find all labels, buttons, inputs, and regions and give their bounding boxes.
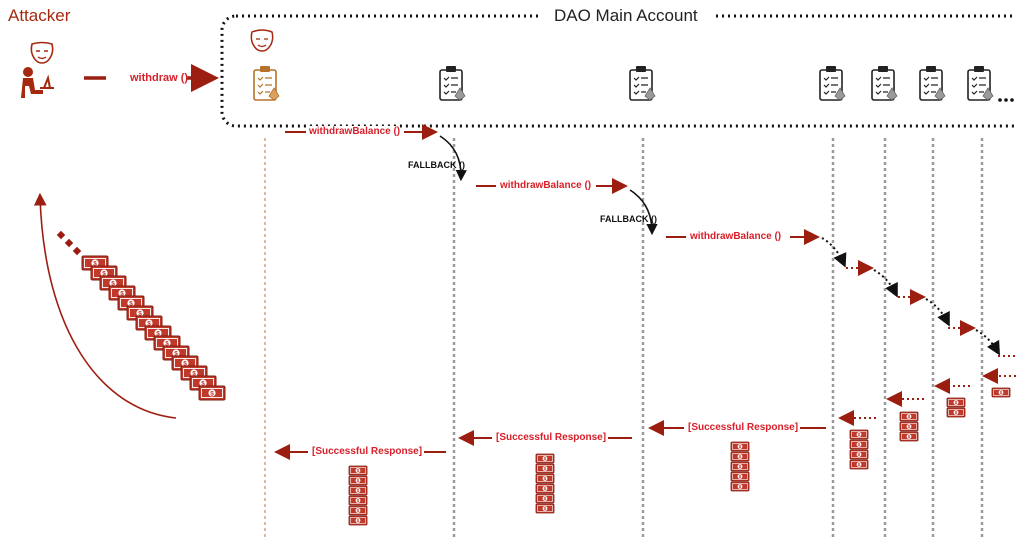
attacker-label: Attacker [8,6,71,25]
money-stack-4 [849,429,869,470]
recursion-cascade [821,237,1016,357]
withdraw-balance-label-2: withdrawBalance () [500,180,592,191]
funds-return-arrow [33,192,177,419]
dao-account-boundary [220,14,1016,128]
withdraw-call-label: withdraw () [130,72,189,84]
hacker-at-desk-icon [21,41,54,98]
withdraw-balance-label-3: withdrawBalance () [690,231,782,242]
dao-contract-icon-3 [819,65,846,101]
stolen-money-pile [81,255,226,401]
fallback-label-2: FALLBACK () [600,214,657,224]
attacker-contract-icon [253,65,280,101]
fallback-arrow-2 [629,189,658,236]
more-dots-icon [998,98,1014,102]
successful-response-label-1: [Successful Response] [310,446,425,457]
dao-account-label: DAO Main Account [540,6,712,26]
dao-contract-icon-1 [439,65,466,101]
money-stack-5 [899,411,919,442]
money-stack-1 [348,465,368,526]
money-stack-7 [991,387,1011,398]
fallback-arrow-1 [439,135,467,182]
dao-contract-icon-4 [871,65,898,101]
anonymous-mask-icon [250,29,274,52]
fallback-label-1: FALLBACK () [408,160,465,170]
money-stack-2 [535,453,555,514]
money-stack-3 [730,441,750,492]
return-arrows-cascade [838,368,1016,426]
successful-response-label-2: [Successful Response] [494,432,609,443]
dao-contract-icon-2 [629,65,656,101]
dao-contract-icon-6 [967,65,994,101]
dao-contract-icon-5 [919,65,946,101]
money-stack-6 [946,397,966,418]
money-trail-dots [56,230,82,256]
withdraw-balance-label-1: withdrawBalance () [309,126,401,137]
successful-response-label-3: [Successful Response] [686,422,801,433]
